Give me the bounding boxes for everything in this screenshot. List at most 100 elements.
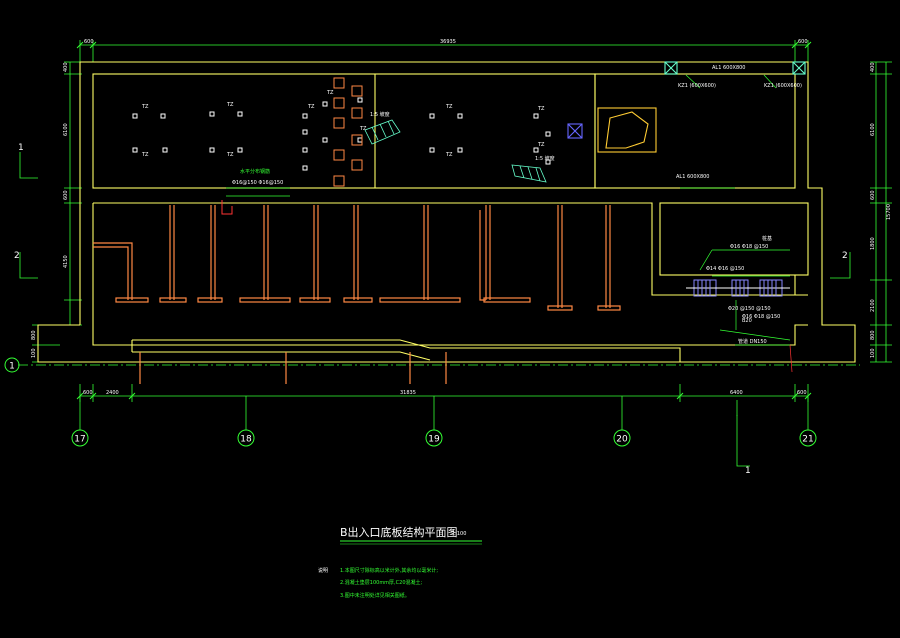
pile-cap xyxy=(302,113,308,119)
pile-cap xyxy=(237,147,243,153)
anno-kz-left: KZ1 (600X600) xyxy=(678,83,716,89)
pile-caps xyxy=(132,97,551,171)
column-tag-tz: TZ xyxy=(359,126,367,132)
dim-right-4: 2100 xyxy=(870,299,876,312)
anno-rebar-d: B20 xyxy=(742,318,752,324)
pile-cap xyxy=(533,147,539,153)
drawing-scale: 1:100 xyxy=(452,531,466,537)
axis-label-18: 18 xyxy=(240,435,252,445)
note-line-3: 3.图中未注明处详见相关图纸。 xyxy=(340,592,410,599)
section-labels: 1 2 2 1 xyxy=(14,143,848,476)
axis-bubble-20: 20 xyxy=(613,429,631,447)
axis-bubble-21: 21 xyxy=(799,429,817,447)
strip-footing xyxy=(197,205,223,303)
pile-cap xyxy=(302,147,308,153)
notes-block: 说明 1.本图尺寸除标高以米计外,其余均以毫米计; 2.混凝土垫层100mm厚,… xyxy=(318,567,438,599)
pile-cap xyxy=(533,113,539,119)
notes-label: 说明 xyxy=(318,567,328,574)
note-line-1: 1.本图尺寸除标高以米计外,其余均以毫米计; xyxy=(340,567,438,574)
column-tag-tz: TZ xyxy=(537,106,545,112)
column-tag-tz: TZ xyxy=(445,152,453,158)
strip-footing xyxy=(479,210,486,301)
strip-footing xyxy=(379,205,461,303)
axis-label-21: 21 xyxy=(802,435,813,445)
note-line-2: 2.混凝土垫层100mm厚,C20混凝土; xyxy=(340,579,422,586)
anno-a1-mid: AL1 600X800 xyxy=(676,174,710,180)
axis-label-20: 20 xyxy=(616,435,628,445)
pile-cap xyxy=(160,113,166,119)
dim-left-2: 600 xyxy=(63,190,69,200)
pile-cap xyxy=(322,101,328,107)
column-tag-tz: TZ xyxy=(326,90,334,96)
column-tag-tz: TZ xyxy=(307,104,315,110)
dim-right-5: 800 xyxy=(870,330,876,340)
pile-cap xyxy=(162,147,168,153)
dim-left-0: 400 xyxy=(63,62,69,72)
anno-water-pipe: 管道 DN150 xyxy=(738,338,767,345)
strip-footing xyxy=(93,242,149,303)
dim-right-1: 6100 xyxy=(870,123,876,136)
dim-top-2: 600 xyxy=(798,39,808,45)
core-openings xyxy=(221,77,363,215)
pile-cap xyxy=(357,97,363,103)
pile-cap xyxy=(457,147,463,153)
section-label-2-right: 2 xyxy=(842,251,848,261)
pile-cap xyxy=(429,147,435,153)
row-axis-bubble: 1 xyxy=(4,357,20,373)
column-tag-tz: TZ xyxy=(226,102,234,108)
axis-label-19: 19 xyxy=(428,435,440,445)
annotation-texts: AL1 600X800 KZ1 (600X600) KZ1 (600X600) … xyxy=(232,65,802,345)
column-tag-tz: TZ xyxy=(445,104,453,110)
dim-bottom-4: 600 xyxy=(797,390,807,396)
dim-bottom-3: 6400 xyxy=(730,390,743,396)
axis-label-17: 17 xyxy=(74,435,85,445)
strip-footing xyxy=(483,205,531,303)
strip-footing xyxy=(597,205,621,311)
axis-bubble-19: 19 xyxy=(425,429,443,447)
strip-footing xyxy=(343,205,373,303)
pile-cap xyxy=(302,129,308,135)
anno-rebar-e: Φ16 Φ18 @150 xyxy=(742,314,780,320)
dim-right-3: 1800 xyxy=(870,237,876,250)
anno-rebar-note: 水平分布钢筋 xyxy=(240,168,270,175)
pile-cap xyxy=(357,137,363,143)
pile-cap xyxy=(545,131,551,137)
strip-footing xyxy=(299,205,331,303)
pile-cap xyxy=(302,165,308,171)
wall-outlines xyxy=(37,61,856,363)
anno-pile-label: 桩基 xyxy=(762,235,772,242)
section-label-2-left: 2 xyxy=(14,251,20,261)
pile-cap xyxy=(132,113,138,119)
anno-a1-top: AL1 600X800 xyxy=(712,65,746,71)
rebar-blocks xyxy=(686,279,790,297)
title-block: B出入口底板结构平面图 1:100 xyxy=(340,525,482,545)
strip-footing xyxy=(159,205,187,303)
pile-cap xyxy=(429,113,435,119)
dim-top-0: 600 xyxy=(84,39,94,45)
strip-footings xyxy=(93,205,621,384)
dim-right-0: 400 xyxy=(870,62,876,72)
column-tag-tz: TZ xyxy=(141,104,149,110)
anno-rebar-b: Φ14 Φ16 @150 xyxy=(706,266,744,272)
pile-cap xyxy=(209,147,215,153)
anno-sump-note2: 1:5 坡度 xyxy=(535,155,555,162)
pile-cap xyxy=(322,137,328,143)
dimension-lines xyxy=(18,40,892,467)
pile-cap xyxy=(132,147,138,153)
dim-right-total: 15700 xyxy=(886,204,892,220)
drawing-title: B出入口底板结构平面图 xyxy=(340,525,458,539)
anno-kz-right: KZ1 (600X600) xyxy=(764,83,802,89)
anno-rebar-c: Φ20 @150 @150 xyxy=(728,306,771,312)
dim-left-3: 4150 xyxy=(63,255,69,268)
leader-lines xyxy=(226,74,793,373)
dimension-texts-right: 400 6100 600 1800 2100 800 100 15700 xyxy=(870,62,892,358)
dimension-texts: 600 36935 600 600 2400 31835 6400 600 xyxy=(83,39,808,396)
strip-footing xyxy=(547,205,573,311)
section-label-1-left: 1 xyxy=(18,143,24,153)
pile-cap xyxy=(209,111,215,117)
pile-cap xyxy=(545,159,551,165)
dim-bottom-2: 31835 xyxy=(400,390,416,396)
anno-rebar-spec: Φ16@150 Φ16@150 xyxy=(232,180,283,186)
